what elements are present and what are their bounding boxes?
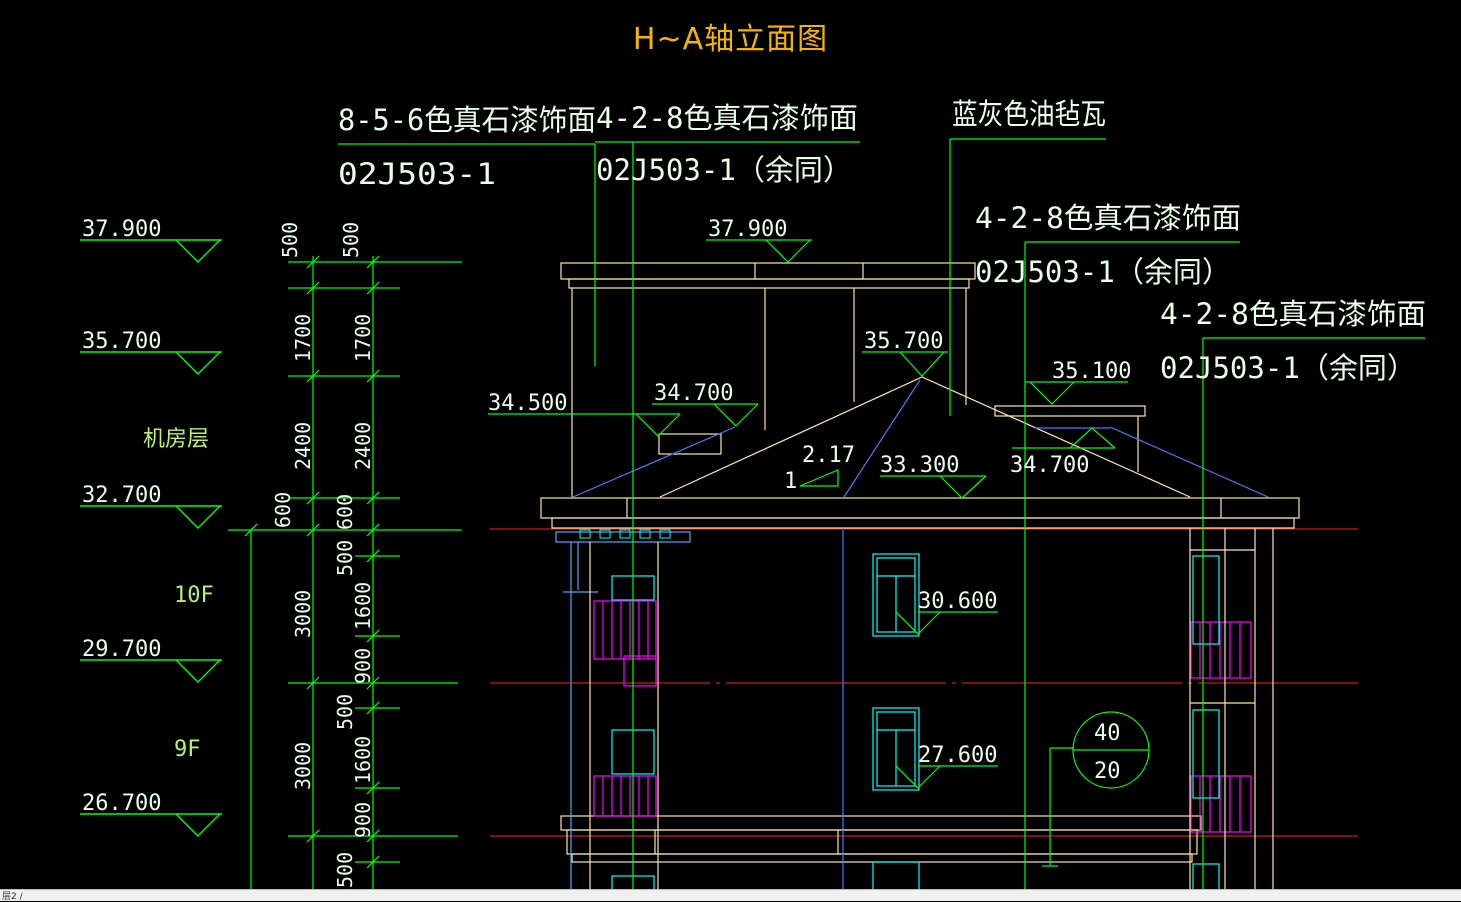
elev-right-step: 35.100 <box>1052 359 1131 384</box>
level-mark-1: 37.900 <box>82 217 161 242</box>
floor-axis-lines <box>490 528 1358 837</box>
level-mark-2: 35.700 <box>82 329 161 354</box>
floor-label-machine: 机房层 <box>143 427 209 452</box>
dim-col1-3: 600 <box>271 492 295 528</box>
note-2-line-1: 4-2-8色真石漆饰面 <box>596 101 858 135</box>
note-3-line-1: 蓝灰色油毡瓦 <box>952 97 1106 131</box>
dim-col1-5: 3000 <box>291 742 315 790</box>
dimension-lines <box>228 255 462 890</box>
dim-col2-10: 500 <box>333 852 357 888</box>
level-marks <box>80 239 222 837</box>
eave-brackets <box>579 529 671 539</box>
center-windows <box>872 553 920 891</box>
section-top: 40 <box>1094 721 1121 746</box>
slope-run: 1 <box>784 469 797 494</box>
status-bar-text: 层2 / <box>2 892 23 902</box>
dim-col2-2: 2400 <box>351 422 375 470</box>
level-mark-4: 29.700 <box>82 637 161 662</box>
note-5-line-1: 4-2-8色真石漆饰面 <box>1160 297 1426 331</box>
elev-window-2: 27.600 <box>918 743 997 768</box>
status-bar: 层2 / <box>0 889 1461 902</box>
elev-ridge: 35.700 <box>864 329 943 354</box>
note-4-line-2: 02J503-1（余同） <box>975 255 1231 289</box>
elev-roof-base: 33.300 <box>880 453 959 478</box>
level-mark-3: 32.700 <box>82 483 161 508</box>
dim-col2-1: 1700 <box>351 314 375 362</box>
building-outline <box>540 262 1300 890</box>
elev-top: 37.900 <box>708 217 787 242</box>
dim-col2-4: 500 <box>333 540 357 576</box>
roof-lines <box>572 376 1269 890</box>
dim-col1-0: 500 <box>278 222 302 258</box>
dim-col2-7: 500 <box>333 694 357 730</box>
floor-label-10f: 10F <box>174 583 214 608</box>
note-leaders <box>338 138 1425 890</box>
elev-window-1: 30.600 <box>918 589 997 614</box>
note-4-line-1: 4-2-8色真石漆饰面 <box>975 201 1241 235</box>
building-elev-symbols <box>488 239 1150 789</box>
section-bottom: 20 <box>1094 759 1121 784</box>
elev-right-low: 34.700 <box>1010 453 1089 478</box>
dim-col1-1: 1700 <box>291 314 315 362</box>
dim-col1-2: 2400 <box>291 422 315 470</box>
right-column <box>1189 528 1255 891</box>
dim-col2-3: 600 <box>333 494 357 530</box>
elev-mid-left: 34.700 <box>654 381 733 406</box>
dim-col2-5: 1600 <box>351 582 375 630</box>
dim-col1-4: 3000 <box>291 590 315 638</box>
drawing-title: H~A轴立面图 <box>632 22 829 57</box>
note-1-line-2: 02J503-1 <box>338 157 496 191</box>
slope-rise: 2.17 <box>802 443 855 468</box>
note-2-line-2: 02J503-1（余同） <box>596 153 852 187</box>
note-1-line-1: 8-5-6色真石漆饰面 <box>338 103 596 137</box>
dim-col2-9: 900 <box>351 802 375 838</box>
note-5-line-2: 02J503-1（余同） <box>1160 351 1416 385</box>
elev-left-eave: 34.500 <box>488 391 567 416</box>
balcony-railings <box>593 600 1252 833</box>
dim-col2-6: 900 <box>351 648 375 684</box>
floor-label-9f: 9F <box>174 737 201 762</box>
dim-col2-8: 1600 <box>351 736 375 784</box>
level-mark-5: 26.700 <box>82 791 161 816</box>
dim-col2-0: 500 <box>339 222 363 258</box>
